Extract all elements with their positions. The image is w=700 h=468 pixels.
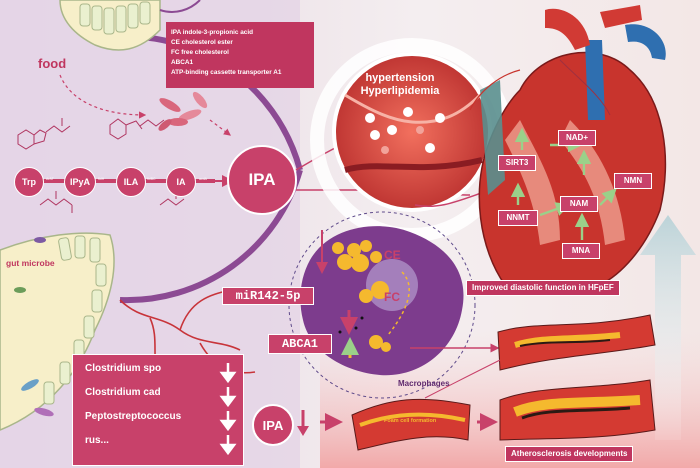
enzyme-label: fldH: [98, 177, 105, 181]
legend-line: FC free cholesterol: [171, 49, 229, 56]
macrophages-label: Macrophages: [398, 379, 450, 388]
ipa-center-circle: [227, 145, 297, 215]
pathway-node-ipya: IPyA: [64, 167, 96, 197]
sirt3-box: SIRT3: [498, 155, 536, 171]
pathway-node-trp: Trp: [14, 167, 44, 197]
legend-line: ATP-binding cassette transporter A1: [171, 69, 282, 76]
fc-label: FC: [384, 290, 400, 304]
legend-line: ABCA1: [171, 59, 194, 66]
pathway-node-ila: ILA: [116, 167, 146, 197]
bacteria-item: Clostridium cad: [85, 387, 161, 398]
nmn-box: NMN: [614, 173, 652, 189]
ipa-bottom-circle: IPA: [252, 404, 294, 446]
ipa-center-label: IPA: [248, 170, 276, 189]
bacteria-item: rus...: [85, 435, 109, 446]
down-arrows: [219, 363, 237, 456]
nad-box: NAD+: [558, 130, 596, 146]
bacteria-item: Clostridium spo: [85, 363, 162, 374]
abbreviation-legend: IPA indole-3-propionic acid CE cholester…: [166, 22, 314, 88]
hypertension-label: hypertension: [365, 72, 435, 84]
nnmt-box: NNMT: [498, 210, 538, 226]
legend-line: IPA indole-3-propionic acid: [171, 29, 254, 36]
mna-box: MNA: [562, 243, 600, 259]
nam-box: NAM: [560, 196, 598, 212]
abca1-box: ABCA1: [268, 334, 332, 354]
plaque-vessel-1: [497, 314, 656, 371]
hfpef-caption: Improved diastolic function in HFpEF: [466, 280, 620, 296]
ipa-down-arrow: [297, 410, 309, 436]
plaque-vessel-2: [499, 379, 656, 441]
mir142-box: miR142-5p: [222, 287, 314, 305]
ce-label: CE: [384, 248, 401, 262]
bacteria-item: Peptostreptococcus: [85, 411, 182, 422]
legend-line: CE cholesterol ester: [171, 39, 233, 46]
blood-vessel: [332, 52, 492, 212]
foam-cell-label: Foam cell formation: [384, 418, 437, 424]
intestinal-epithelium-top: [59, 0, 201, 51]
food-label: food: [38, 56, 67, 71]
bacteria-panel: Clostridium spo Clostridium cad Peptostr…: [72, 354, 244, 466]
enzyme-label: ArAT: [46, 177, 54, 181]
atherosclerosis-caption: Atherosclerosis developments: [505, 446, 634, 462]
enzyme-label: acdA: [199, 177, 207, 181]
improvement-arrow: [640, 215, 696, 440]
free-bacteria: [14, 237, 54, 417]
enzyme-label: fldBC: [147, 177, 156, 181]
pathway-node-ia: IA: [166, 167, 196, 197]
hyperlipidemia-label: Hyperlipidemia: [360, 85, 440, 97]
foam-cell-vessel: [351, 398, 471, 451]
gut-microbe-label: gut microbe: [6, 258, 55, 268]
bacteria-cluster: [158, 91, 208, 131]
